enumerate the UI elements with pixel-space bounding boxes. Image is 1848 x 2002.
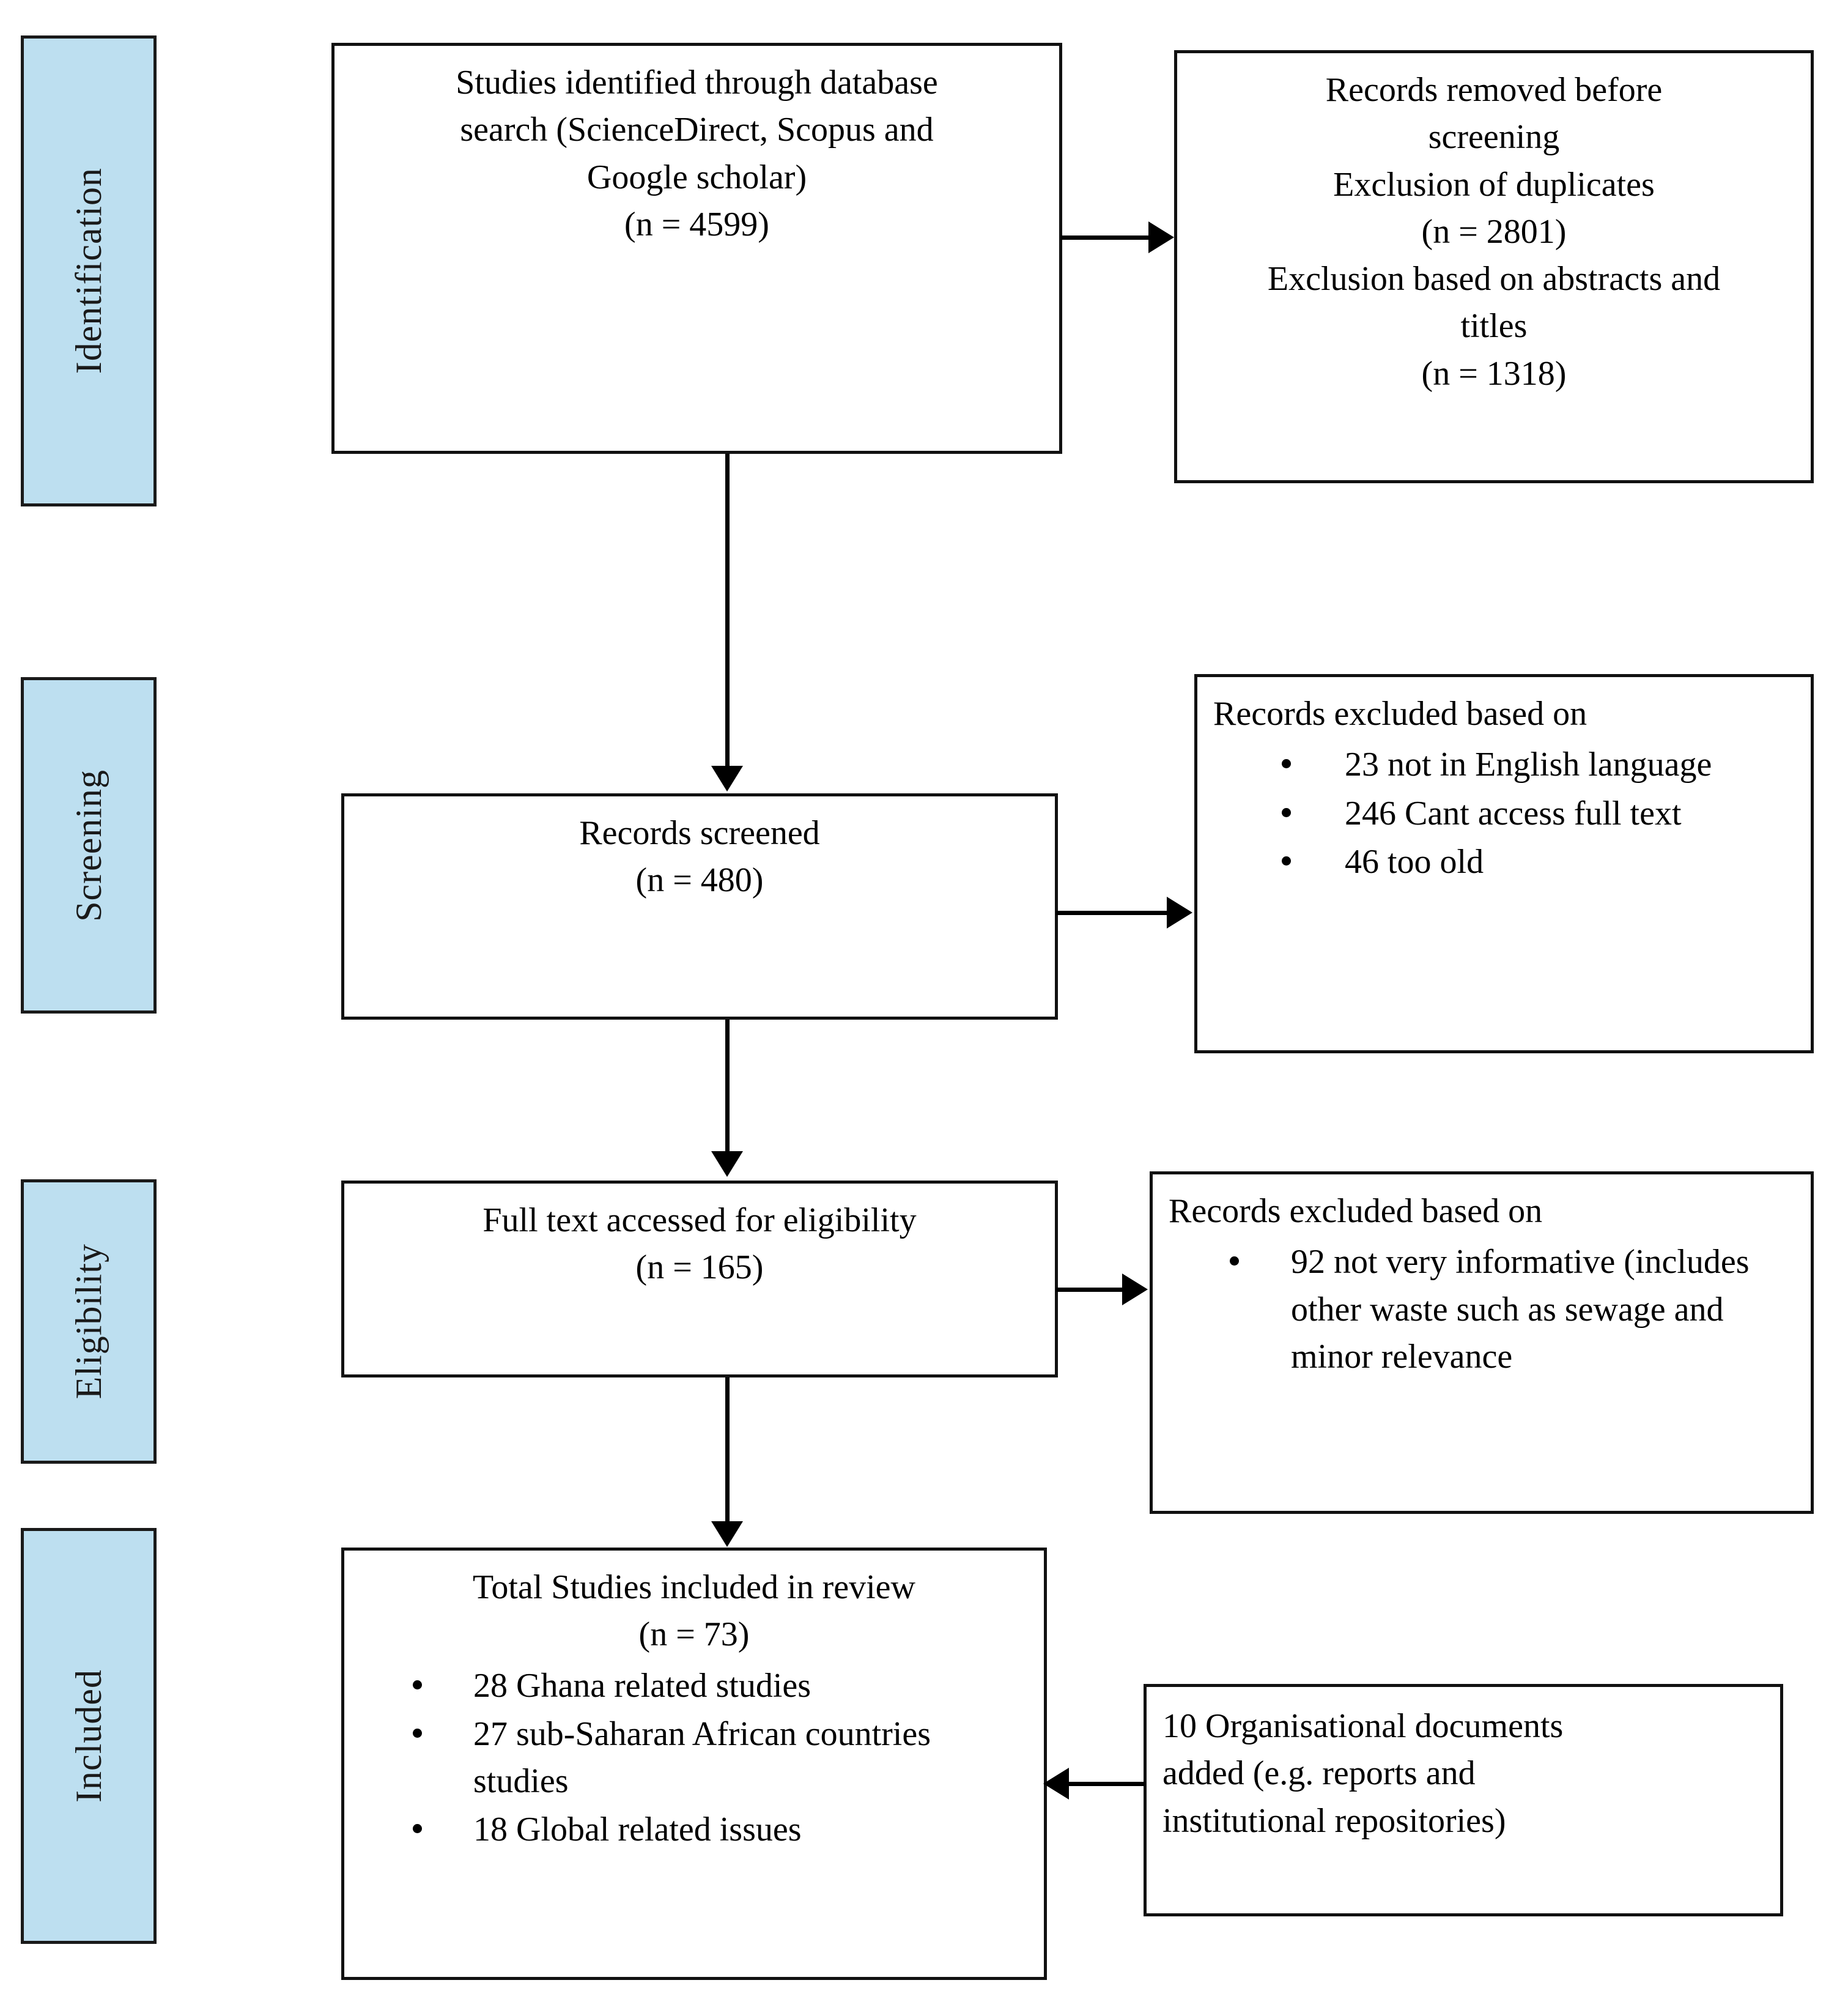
list-item: 23 not in English language	[1213, 741, 1795, 788]
node-full-text-assessed: Full text accessed for eligibility (n = …	[341, 1181, 1058, 1377]
included-bullet-list: 28 Ghana related studies 27 sub-Saharan …	[360, 1663, 1028, 1854]
connector-fulltext-to-excluded	[1056, 1288, 1123, 1292]
list-item: 246 Cant access full text	[1213, 790, 1795, 837]
node-line: search (ScienceDirect, Scopus and	[460, 111, 934, 149]
connector-screened-to-excluded	[1056, 911, 1169, 915]
node-organisational-documents: 10 Organisational documents added (e.g. …	[1144, 1684, 1783, 1916]
stage-label-identification: Identification	[68, 168, 109, 374]
connector-screened-to-fulltext	[725, 1020, 730, 1154]
bullet-dot-icon	[413, 1680, 422, 1689]
node-line: Studies identified through database	[456, 64, 938, 102]
node-line: Total Studies included in review	[473, 1568, 915, 1606]
list-item: 28 Ghana related studies	[360, 1663, 1028, 1710]
node-line: Exclusion based on abstracts and	[1267, 260, 1721, 298]
bullet-dot-icon	[1282, 759, 1291, 769]
connector-fulltext-to-included	[725, 1377, 730, 1524]
stage-label-screening: Screening	[68, 769, 109, 922]
node-line: (n = 73)	[638, 1615, 750, 1654]
node-line: Exclusion of duplicates	[1333, 165, 1655, 204]
list-item-label: 92 not very informative (includes other …	[1291, 1243, 1750, 1376]
stage-chip-eligibility: Eligibility	[21, 1179, 157, 1464]
node-line: 10 Organisational documents	[1162, 1707, 1564, 1745]
list-item: 27 sub-Saharan African countries studies	[360, 1711, 1028, 1806]
connector-identified-to-removed	[1061, 235, 1150, 240]
bullet-dot-icon	[1282, 807, 1291, 817]
list-item-label: 23 not in English language	[1345, 746, 1712, 784]
node-line: (n = 165)	[635, 1248, 764, 1287]
node-line: Full text accessed for eligibility	[482, 1201, 917, 1239]
node-line: Records removed before	[1325, 71, 1663, 109]
connector-orgdocs-to-included	[1067, 1782, 1145, 1786]
arrowhead-down-to-fulltext	[711, 1151, 743, 1177]
node-line: added (e.g. reports and	[1162, 1754, 1476, 1793]
list-item-label: 28 Ghana related studies	[473, 1666, 811, 1705]
excluded-heading: Records excluded based on	[1213, 695, 1587, 733]
node-screening-records-excluded: Records excluded based on 23 not in Engl…	[1194, 674, 1814, 1053]
list-item-label: 18 Global related issues	[473, 1811, 802, 1849]
stage-chip-identification: Identification	[21, 35, 157, 506]
stage-label-included: Included	[68, 1669, 109, 1803]
node-line: Records screened	[579, 814, 820, 852]
arrowhead-right-to-screening-excluded	[1167, 897, 1192, 929]
stage-chip-screening: Screening	[21, 677, 157, 1014]
bullet-dot-icon	[1230, 1256, 1239, 1266]
node-total-studies-included: Total Studies included in review (n = 73…	[341, 1548, 1047, 1980]
node-line: (n = 1318)	[1421, 354, 1567, 393]
stage-label-eligibility: Eligibility	[68, 1244, 109, 1400]
list-item-label: 246 Cant access full text	[1345, 794, 1682, 832]
node-line: titles	[1460, 307, 1528, 346]
list-item: 46 too old	[1213, 839, 1795, 886]
list-item-label: 27 sub-Saharan African countries studies	[473, 1715, 931, 1801]
node-line: institutional repositories)	[1162, 1801, 1506, 1840]
node-line: (n = 480)	[635, 861, 764, 900]
node-line: screening	[1428, 118, 1560, 157]
arrowhead-left-to-included	[1043, 1768, 1069, 1800]
arrowhead-right-to-eligibility-excluded	[1122, 1273, 1148, 1305]
connector-identified-to-screened	[725, 454, 730, 769]
node-line: (n = 4599)	[624, 205, 769, 243]
bullet-dot-icon	[413, 1728, 422, 1738]
stage-chip-included: Included	[21, 1528, 157, 1944]
node-studies-identified: Studies identified through database sear…	[331, 43, 1062, 454]
node-records-screened: Records screened (n = 480)	[341, 793, 1058, 1020]
node-records-removed-before-screening: Records removed before screening Exclusi…	[1174, 50, 1814, 483]
list-item: 92 not very informative (includes other …	[1169, 1239, 1795, 1381]
node-line: Google scholar)	[586, 158, 807, 196]
arrowhead-down-to-included	[711, 1521, 743, 1547]
arrowhead-right-to-removed	[1148, 221, 1174, 253]
excluded-bullet-list: 23 not in English language 246 Cant acce…	[1213, 741, 1795, 886]
bullet-dot-icon	[413, 1824, 422, 1834]
arrowhead-down-to-screened	[711, 766, 743, 792]
list-item-label: 46 too old	[1345, 842, 1484, 881]
excluded-heading: Records excluded based on	[1169, 1192, 1543, 1230]
node-line: (n = 2801)	[1421, 212, 1567, 251]
list-item: 18 Global related issues	[360, 1806, 1028, 1853]
node-eligibility-records-excluded: Records excluded based on 92 not very in…	[1150, 1171, 1814, 1514]
bullet-dot-icon	[1282, 856, 1291, 866]
excluded-bullet-list: 92 not very informative (includes other …	[1169, 1239, 1795, 1381]
